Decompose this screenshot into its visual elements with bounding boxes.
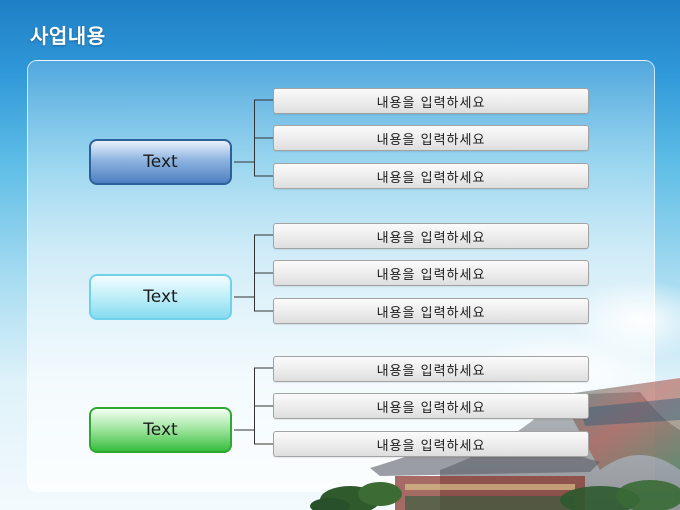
slide-title: 사업내용	[30, 24, 106, 48]
bracket-connector	[234, 99, 273, 177]
group-1: Text 내용을 입력하세요 내용을 입력하세요 내용을 입력하세요	[0, 87, 680, 217]
content-bar: 내용을 입력하세요	[273, 393, 589, 419]
content-bar: 내용을 입력하세요	[273, 260, 589, 286]
group-3: Text 내용을 입력하세요 내용을 입력하세요 내용을 입력하세요	[0, 355, 680, 485]
category-box: Text	[89, 274, 232, 320]
category-box: Text	[89, 407, 232, 453]
group-2: Text 내용을 입력하세요 내용을 입력하세요 내용을 입력하세요	[0, 222, 680, 352]
content-bar: 내용을 입력하세요	[273, 125, 589, 151]
bracket-connector	[234, 367, 273, 445]
content-bar: 내용을 입력하세요	[273, 163, 589, 189]
content-bar: 내용을 입력하세요	[273, 431, 589, 457]
category-box: Text	[89, 139, 232, 185]
content-bar: 내용을 입력하세요	[273, 88, 589, 114]
content-bar: 내용을 입력하세요	[273, 356, 589, 382]
content-bar: 내용을 입력하세요	[273, 223, 589, 249]
bracket-connector	[234, 234, 273, 312]
content-bar: 내용을 입력하세요	[273, 298, 589, 324]
